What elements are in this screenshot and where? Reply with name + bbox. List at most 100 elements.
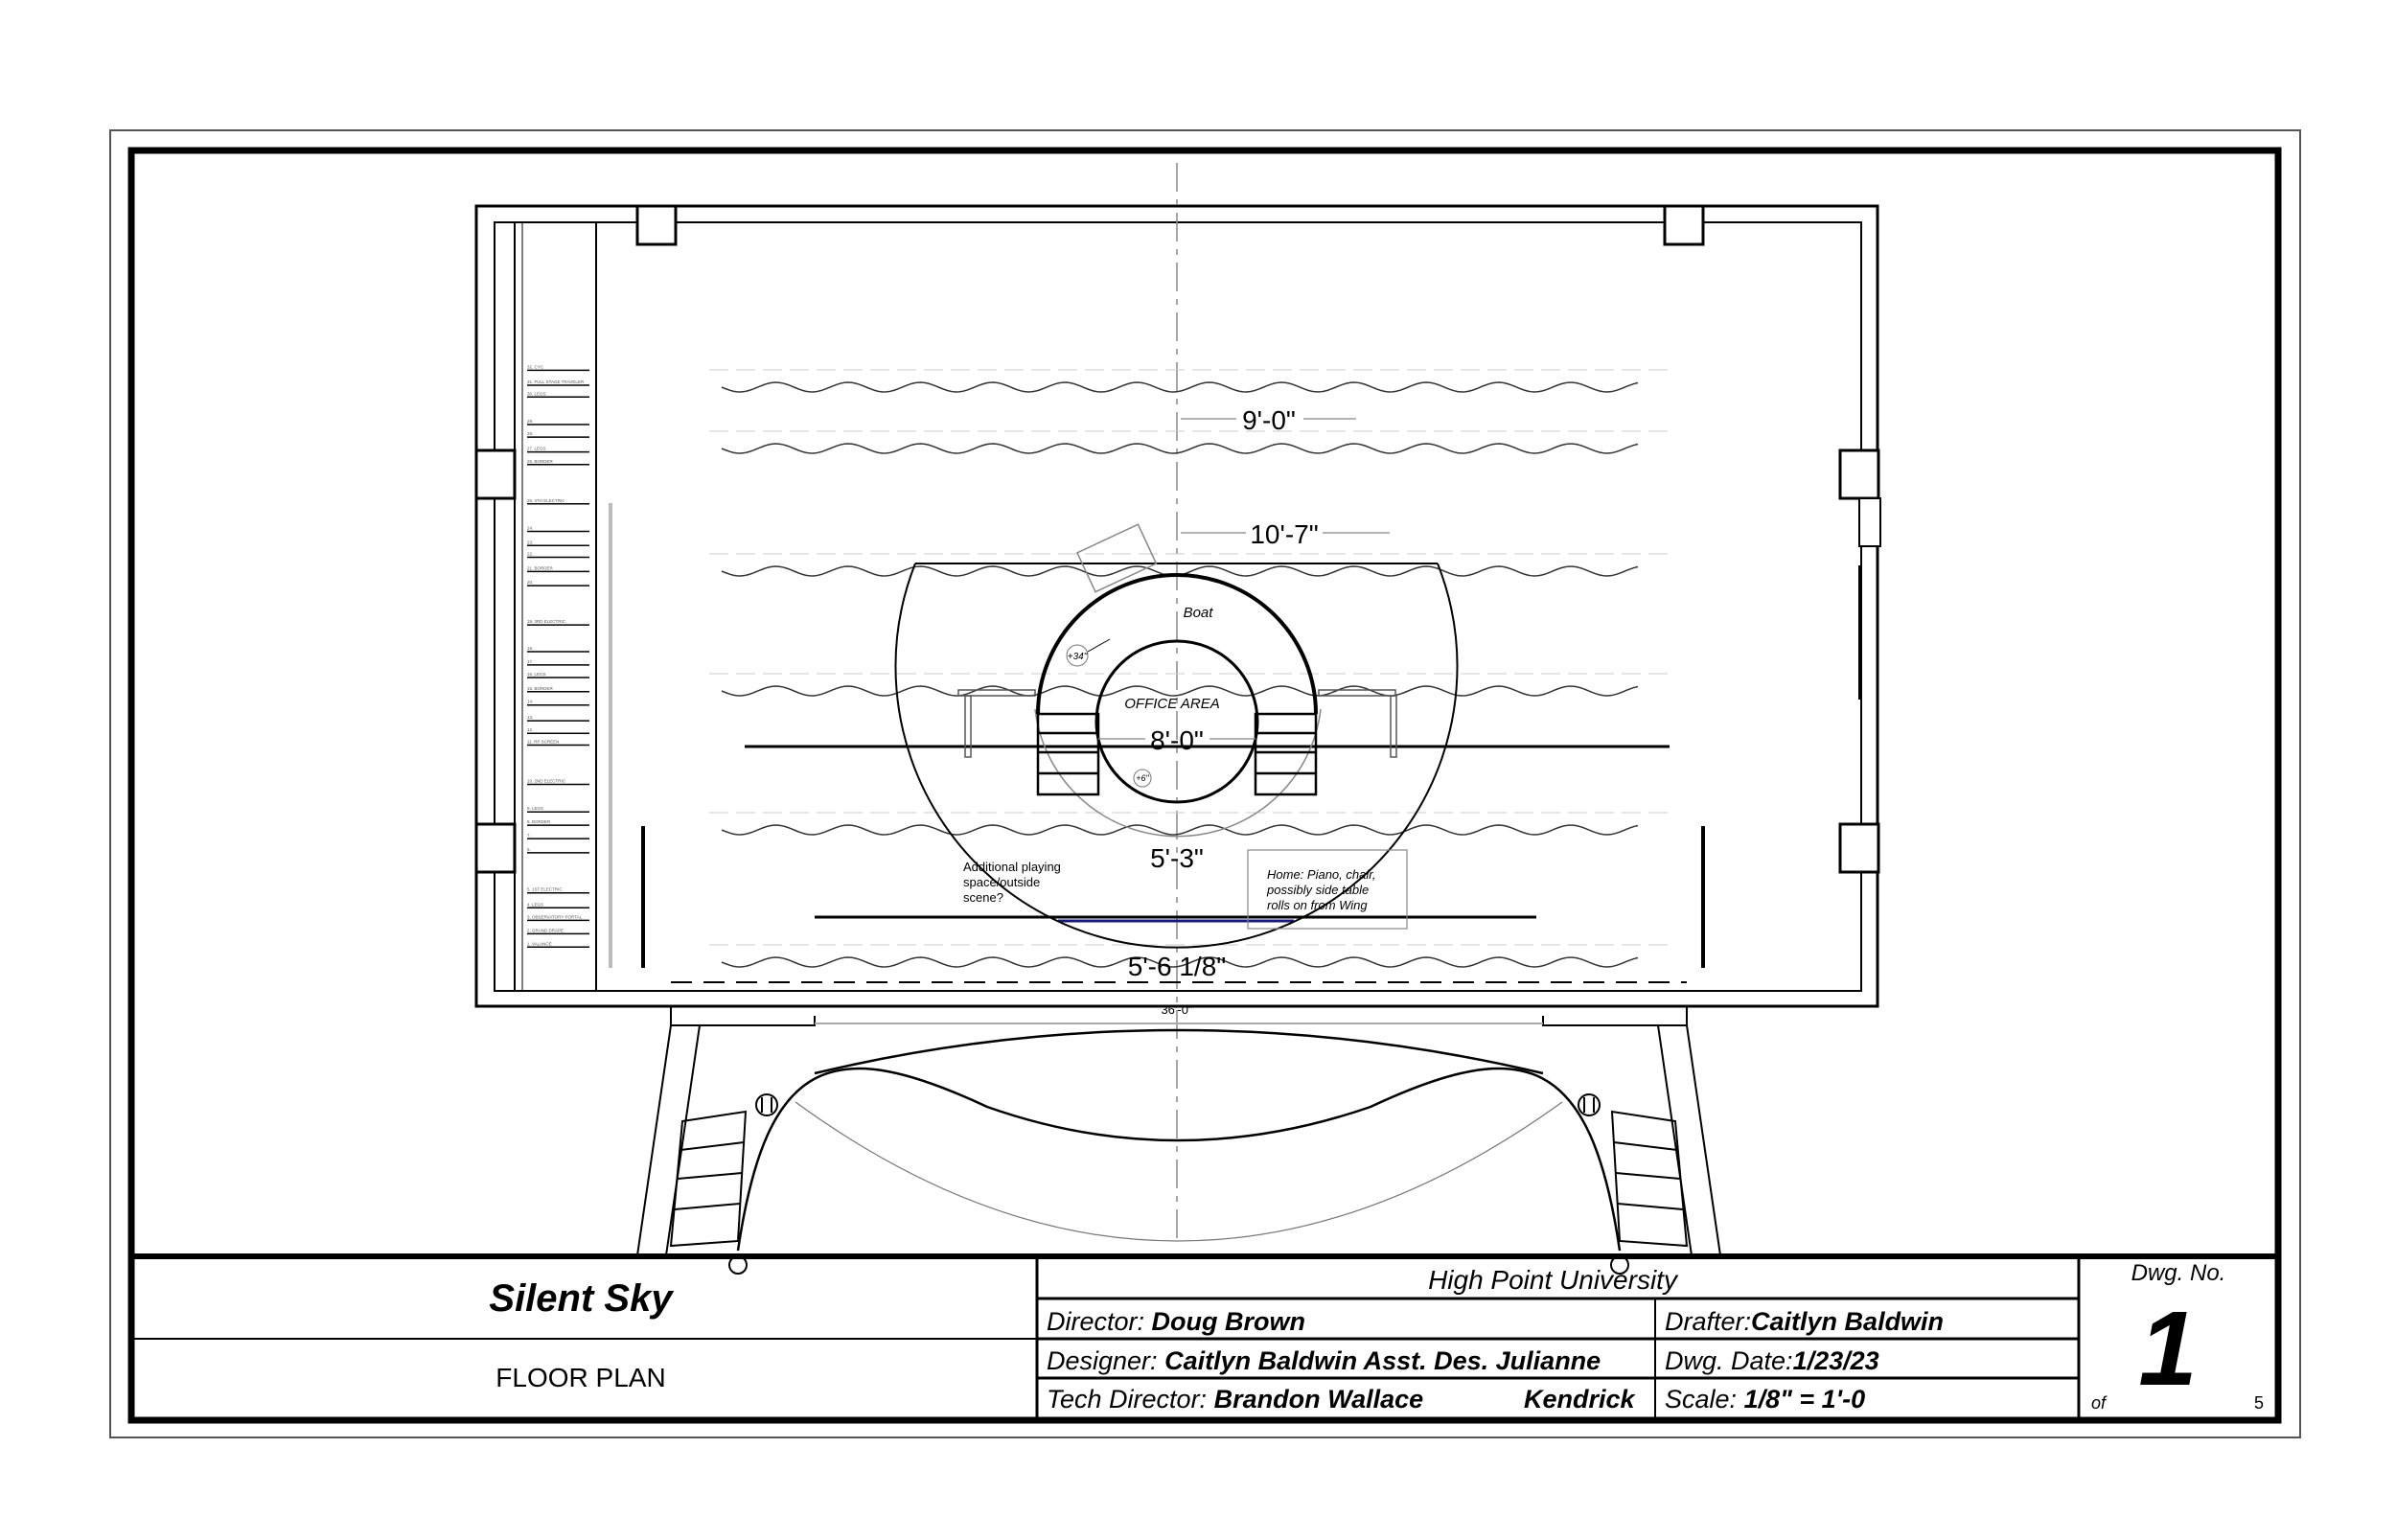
playing-area-circle	[894, 563, 1459, 949]
designer-field: Designer: Caitlyn Baldwin Asst. Des. Jul…	[1047, 1346, 1601, 1375]
battens	[709, 369, 1668, 968]
outer-border	[109, 129, 2301, 1438]
apron	[636, 1006, 1721, 1256]
date-value: 1/23/23	[1793, 1346, 1879, 1375]
institution: High Point University	[1428, 1265, 1679, 1295]
dimension-9-0: 9'-0"	[1242, 405, 1296, 435]
note-line: Additional playing	[963, 860, 1061, 874]
elevation-marker	[1066, 644, 1089, 667]
note-line: rolls on from Wing	[1267, 898, 1368, 912]
lineset-label: 23.	[527, 540, 533, 544]
dimension-5-6-1-8: 5'-6 1/8"	[1128, 952, 1226, 981]
lineset-label: 24.	[527, 526, 533, 531]
dimension-8-0: 8'-0"	[1150, 725, 1204, 755]
lineset-label: 13.	[527, 715, 533, 720]
stairs-right	[1254, 712, 1318, 796]
note-line: Home: Piano, chair,	[1267, 867, 1375, 882]
title-block	[131, 1253, 2278, 1418]
elevation-marker	[1133, 769, 1152, 788]
note-line: space/outside	[963, 875, 1040, 889]
date-label: Dwg. Date:	[1665, 1346, 1793, 1375]
lineset-label: 8. BORDER	[527, 819, 551, 824]
scale-label: Scale:	[1665, 1385, 1737, 1414]
dimension-lines	[1098, 418, 1390, 740]
elevation-low: +6"	[1136, 773, 1149, 783]
designer-value: Caitlyn Baldwin Asst. Des. Julianne	[1164, 1346, 1601, 1375]
speaker-icon	[728, 1093, 1629, 1275]
total-sheets: 5	[2254, 1393, 2264, 1413]
office-area-label: OFFICE AREA	[1124, 696, 1219, 712]
tech-director-field: Tech Director: Brandon Wallace	[1047, 1385, 1423, 1414]
note-additional-space: Additional playing space/outside scene?	[963, 860, 1061, 905]
tech-director-label: Tech Director:	[1047, 1385, 1207, 1414]
note-home: Home: Piano, chair, possibly side table …	[1266, 867, 1375, 912]
lineset-label: 32. CYC	[527, 364, 544, 369]
thin-arc	[1034, 708, 1322, 838]
inner-border	[127, 147, 2282, 1424]
ramp	[1075, 523, 1158, 593]
drafter-field: Drafter:Caitlyn Baldwin	[1665, 1307, 1944, 1336]
designer-overflow: Kendrick	[1524, 1385, 1637, 1414]
dwg-no: 1	[2138, 1290, 2197, 1408]
director-value: Doug Brown	[1152, 1307, 1305, 1336]
lineset-label: 26. BORDER	[527, 459, 554, 464]
lineset-label: 2. GRAND DRAPE	[527, 928, 564, 932]
lineset-label: 7.	[527, 833, 531, 838]
boat-ring-outer	[1036, 573, 1318, 715]
lineset-label: 20.	[527, 580, 533, 585]
batten-drape	[721, 443, 1639, 454]
drafter-label: Drafter:	[1665, 1307, 1751, 1336]
lineset-label: 17.	[527, 659, 533, 664]
note-line: possibly side table	[1266, 883, 1369, 897]
lineset-label: 1. VALANCE	[527, 941, 552, 946]
lineset-label: 11. RP SCREEN	[527, 740, 559, 745]
note-line: scene?	[963, 890, 1003, 905]
sheet-title: FLOOR PLAN	[495, 1363, 665, 1392]
lineset-label: 3. OBSERVATORY PORTAL	[527, 914, 583, 919]
tech-director-value: Brandon Wallace	[1214, 1385, 1424, 1414]
dimension-36-0: 36'-0"	[1161, 1002, 1193, 1017]
lineset-label: 18.	[527, 646, 533, 651]
batten-drape	[721, 824, 1639, 836]
leader-line	[1087, 638, 1111, 653]
lineset-label: 30. LEGS	[527, 391, 546, 396]
lineset-label: 28.	[527, 431, 533, 436]
batten-drape	[721, 956, 1639, 968]
drafter-value: Caitlyn Baldwin	[1751, 1307, 1944, 1336]
house-stairs-left	[669, 1110, 748, 1248]
batten-drape	[721, 381, 1639, 393]
designer-label: Designer:	[1047, 1346, 1158, 1375]
lineset-label: 14.	[527, 700, 533, 704]
director-label: Director:	[1047, 1307, 1144, 1336]
boat-label: Boat	[1184, 605, 1214, 621]
house-stairs-right	[1610, 1110, 1689, 1248]
lineset-label: 27. LEGS	[527, 447, 546, 451]
home-note-box	[1247, 849, 1408, 930]
lineset-label: 15. BORDER	[527, 686, 554, 691]
director-field: Director: Doug Brown	[1047, 1307, 1305, 1336]
date-field: Dwg. Date:1/23/23	[1665, 1346, 1879, 1375]
dimension-10-7: 10'-7"	[1250, 519, 1318, 549]
theatre-walls	[474, 204, 1881, 1008]
lineset-label: 31. FULL STAGE TRAVELER	[527, 379, 585, 384]
lineset-label: 9. LEGS	[527, 806, 543, 811]
batten-drape	[721, 685, 1639, 697]
show-title: Silent Sky	[489, 1277, 674, 1320]
office-area-circle	[1094, 639, 1259, 804]
scale-value: 1/8" = 1'-0	[1744, 1385, 1866, 1414]
lineset-label: 12.	[527, 727, 533, 732]
lineset-schedule: 32. CYC 31. FULL STAGE TRAVELER 30. LEGS 29…	[514, 221, 597, 992]
dwg-no-label: Dwg. No.	[2131, 1260, 2226, 1286]
stairs-left	[1036, 712, 1100, 796]
lineset-label: 16. LEGS	[527, 672, 546, 677]
lineset-label: 22.	[527, 552, 533, 557]
of-label: of	[2091, 1393, 2108, 1413]
scale-field: Scale: 1/8" = 1'-0	[1665, 1385, 1865, 1414]
lineset-label: 6.	[527, 847, 531, 852]
lineset-label: 25. 4TH ELECTRIC	[527, 498, 565, 503]
platform-tables	[957, 689, 1397, 758]
lineset-label: 29.	[527, 419, 533, 424]
lineset-label: 21. BORDER	[527, 565, 554, 570]
